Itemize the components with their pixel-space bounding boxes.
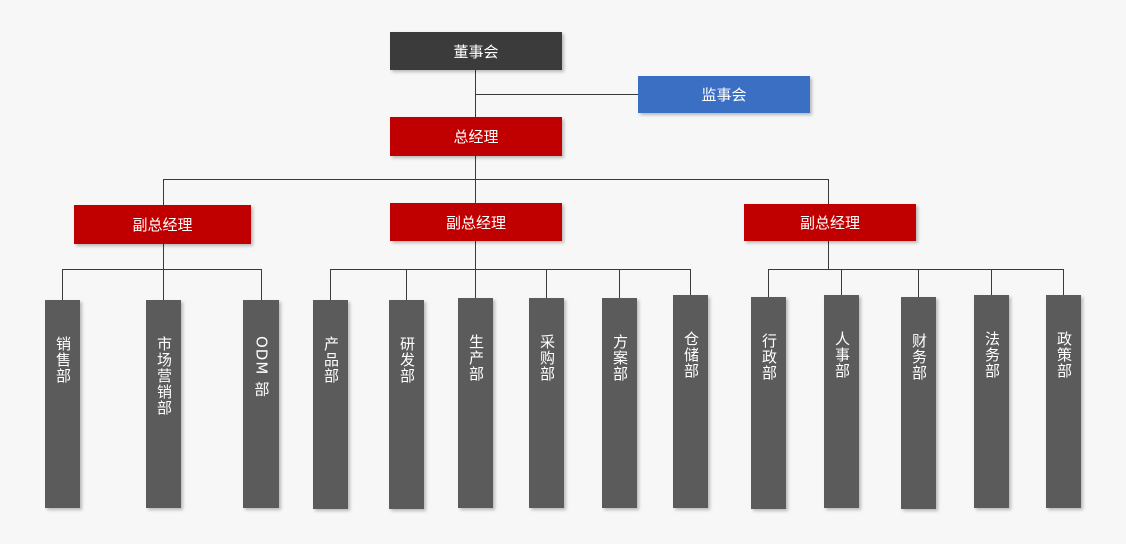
department-legal: 法务部 xyxy=(974,295,1009,508)
department-product: 产品部 xyxy=(313,300,348,509)
connector-d2-down xyxy=(475,241,476,270)
department-label: 仓储部 xyxy=(682,331,700,379)
connector-d1-bus xyxy=(62,269,262,270)
connector-deputy-3 xyxy=(828,179,829,205)
department-label: 人事部 xyxy=(833,331,851,379)
drop-d2-4 xyxy=(546,269,547,298)
connector-deputy-1 xyxy=(163,179,164,205)
board-box: 董事会 xyxy=(390,32,562,70)
department-solutions: 方案部 xyxy=(602,298,637,508)
connector-supervisory xyxy=(475,94,638,95)
drop-d2-3 xyxy=(475,269,476,298)
connector-deputy-2 xyxy=(475,179,476,204)
general-manager-box: 总经理 xyxy=(390,117,562,156)
board-label: 董事会 xyxy=(453,42,499,61)
department-policy: 政策部 xyxy=(1046,295,1081,508)
department-marketing: 市场营销部 xyxy=(146,300,181,508)
drop-d3-4 xyxy=(991,269,992,295)
department-label: 财务部 xyxy=(910,333,928,381)
department-label: 采购部 xyxy=(538,334,556,382)
connector-gm-down xyxy=(475,156,476,180)
deputy-manager-box-1: 副总经理 xyxy=(74,205,251,244)
drop-d3-5 xyxy=(1063,269,1064,295)
drop-d1-2 xyxy=(163,269,164,300)
department-sales: 销售部 xyxy=(45,300,80,508)
drop-d3-1 xyxy=(768,269,769,297)
department-administration: 行政部 xyxy=(751,297,786,509)
general-manager-label: 总经理 xyxy=(453,128,499,146)
drop-d3-3 xyxy=(918,269,919,297)
department-procurement: 采购部 xyxy=(529,298,564,508)
supervisory-board-label: 监事会 xyxy=(701,86,747,104)
connector-board-gm xyxy=(475,70,476,117)
deputy-manager-label: 副总经理 xyxy=(445,213,506,232)
connector-d2-bus xyxy=(330,269,691,270)
deputy-manager-box-3: 副总经理 xyxy=(744,204,916,241)
department-label: 行政部 xyxy=(760,333,778,381)
drop-d1-3 xyxy=(261,269,262,300)
drop-d2-1 xyxy=(330,269,331,300)
connector-d3-down xyxy=(828,241,829,270)
supervisory-board-box: 监事会 xyxy=(638,76,810,113)
department-label: 市场营销部 xyxy=(155,336,173,416)
department-hr: 人事部 xyxy=(824,295,859,508)
department-label: ODM 部 xyxy=(252,336,271,398)
drop-d1-1 xyxy=(62,269,63,300)
department-label: 研发部 xyxy=(398,336,416,384)
connector-d1-down xyxy=(163,244,164,270)
drop-d3-2 xyxy=(841,269,842,295)
deputy-manager-label: 副总经理 xyxy=(132,216,193,234)
drop-d2-6 xyxy=(690,269,691,295)
department-label: 生产部 xyxy=(467,334,485,382)
department-label: 销售部 xyxy=(54,336,72,384)
department-odm: ODM 部 xyxy=(243,300,279,508)
department-finance: 财务部 xyxy=(901,297,936,509)
department-label: 产品部 xyxy=(322,336,340,384)
department-label: 法务部 xyxy=(983,331,1001,379)
deputy-manager-label: 副总经理 xyxy=(799,214,860,232)
department-rnd: 研发部 xyxy=(389,300,424,509)
deputy-manager-box-2: 副总经理 xyxy=(390,203,562,241)
department-warehouse: 仓储部 xyxy=(673,295,708,508)
department-label: 方案部 xyxy=(611,334,629,382)
department-label: 政策部 xyxy=(1055,331,1073,379)
connector-d3-bus xyxy=(768,269,1064,270)
drop-d2-2 xyxy=(406,269,407,300)
connector-deputies-bus xyxy=(163,179,829,180)
drop-d2-5 xyxy=(619,269,620,298)
department-production: 生产部 xyxy=(458,298,493,508)
